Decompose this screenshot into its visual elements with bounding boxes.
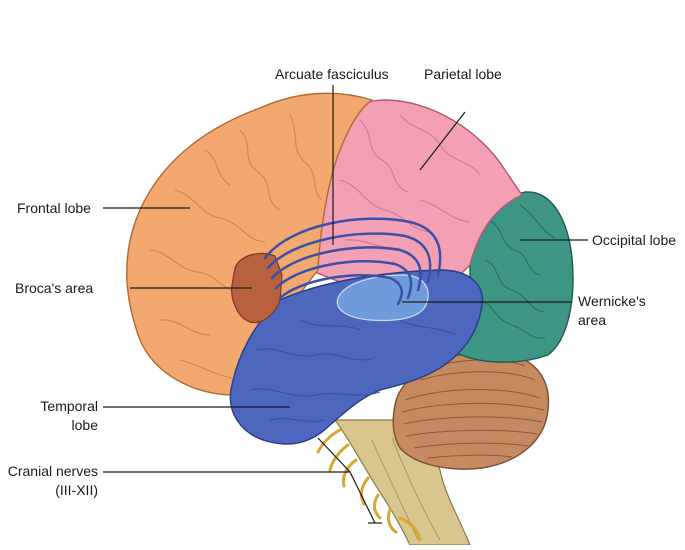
label-occipital-lobe: Occipital lobe bbox=[592, 232, 677, 248]
brocas-area bbox=[231, 252, 283, 324]
leader-cranial bbox=[103, 471, 376, 524]
label-brocas-area: Broca's area bbox=[15, 280, 94, 296]
label-temporal-lobe-line2: lobe bbox=[71, 417, 98, 433]
wernickes-area bbox=[336, 274, 429, 322]
label-frontal-lobe: Frontal lobe bbox=[17, 200, 91, 216]
label-wernickes-area-line1: Wernicke's bbox=[578, 293, 646, 309]
label-temporal-lobe-line1: Temporal bbox=[40, 398, 98, 414]
label-arcuate-fasciculus: Arcuate fasciculus bbox=[275, 66, 389, 82]
label-cranial-nerves-line2: (III-XII) bbox=[55, 482, 98, 498]
arcuate-fasciculus bbox=[263, 217, 442, 306]
label-wernickes-area-line2: area bbox=[578, 312, 607, 328]
label-cranial-nerves-line1: Cranial nerves bbox=[7, 463, 98, 479]
cerebellum bbox=[392, 351, 550, 470]
leader-parietal bbox=[419, 111, 466, 171]
label-parietal-lobe: Parietal lobe bbox=[424, 66, 502, 82]
leader-lines bbox=[103, 85, 588, 524]
